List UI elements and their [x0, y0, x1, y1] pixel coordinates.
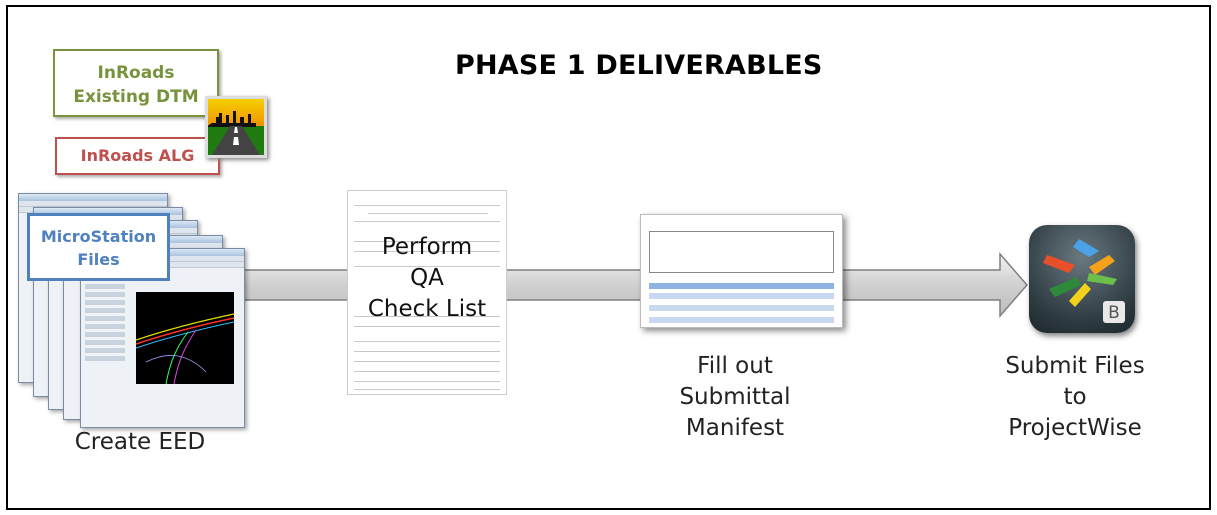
inroads-dtm-line1: InRoads — [97, 63, 175, 83]
inroads-dtm-box: InRoads Existing DTM — [53, 49, 219, 117]
inroads-alg-box: InRoads ALG — [55, 137, 220, 175]
page-title: PHASE 1 DELIVERABLES — [455, 50, 823, 81]
qa-line2: QA — [410, 265, 444, 291]
qa-checklist-document — [347, 190, 507, 395]
microstation-view — [136, 292, 234, 384]
projectwise-icon: B — [1029, 225, 1135, 333]
submit-line1: Submit Files — [1005, 353, 1145, 379]
microstation-files-box: MicroStation Files — [27, 213, 170, 281]
fill-manifest-caption: Fill out Submittal Manifest — [655, 351, 815, 444]
create-eed-caption: Create EED — [74, 429, 206, 455]
submittal-manifest-thumbnail — [640, 214, 843, 328]
road-icon — [205, 96, 267, 158]
qa-line3: Check List — [367, 296, 487, 322]
microstation-line1: MicroStation — [40, 227, 157, 246]
svg-text:B: B — [1108, 303, 1120, 323]
fill-line1: Fill out — [697, 353, 773, 379]
submit-caption: Submit Files to ProjectWise — [985, 351, 1165, 444]
inroads-dtm-line2: Existing DTM — [73, 87, 199, 107]
submit-line2: to — [1063, 384, 1087, 410]
submit-line3: ProjectWise — [1008, 415, 1142, 441]
qa-step-text: Perform QA Check List — [349, 232, 505, 325]
qa-line1: Perform — [381, 234, 473, 260]
fill-line2: Submittal — [679, 384, 791, 410]
fill-line3: Manifest — [685, 415, 785, 441]
microstation-line2: Files — [77, 250, 120, 269]
